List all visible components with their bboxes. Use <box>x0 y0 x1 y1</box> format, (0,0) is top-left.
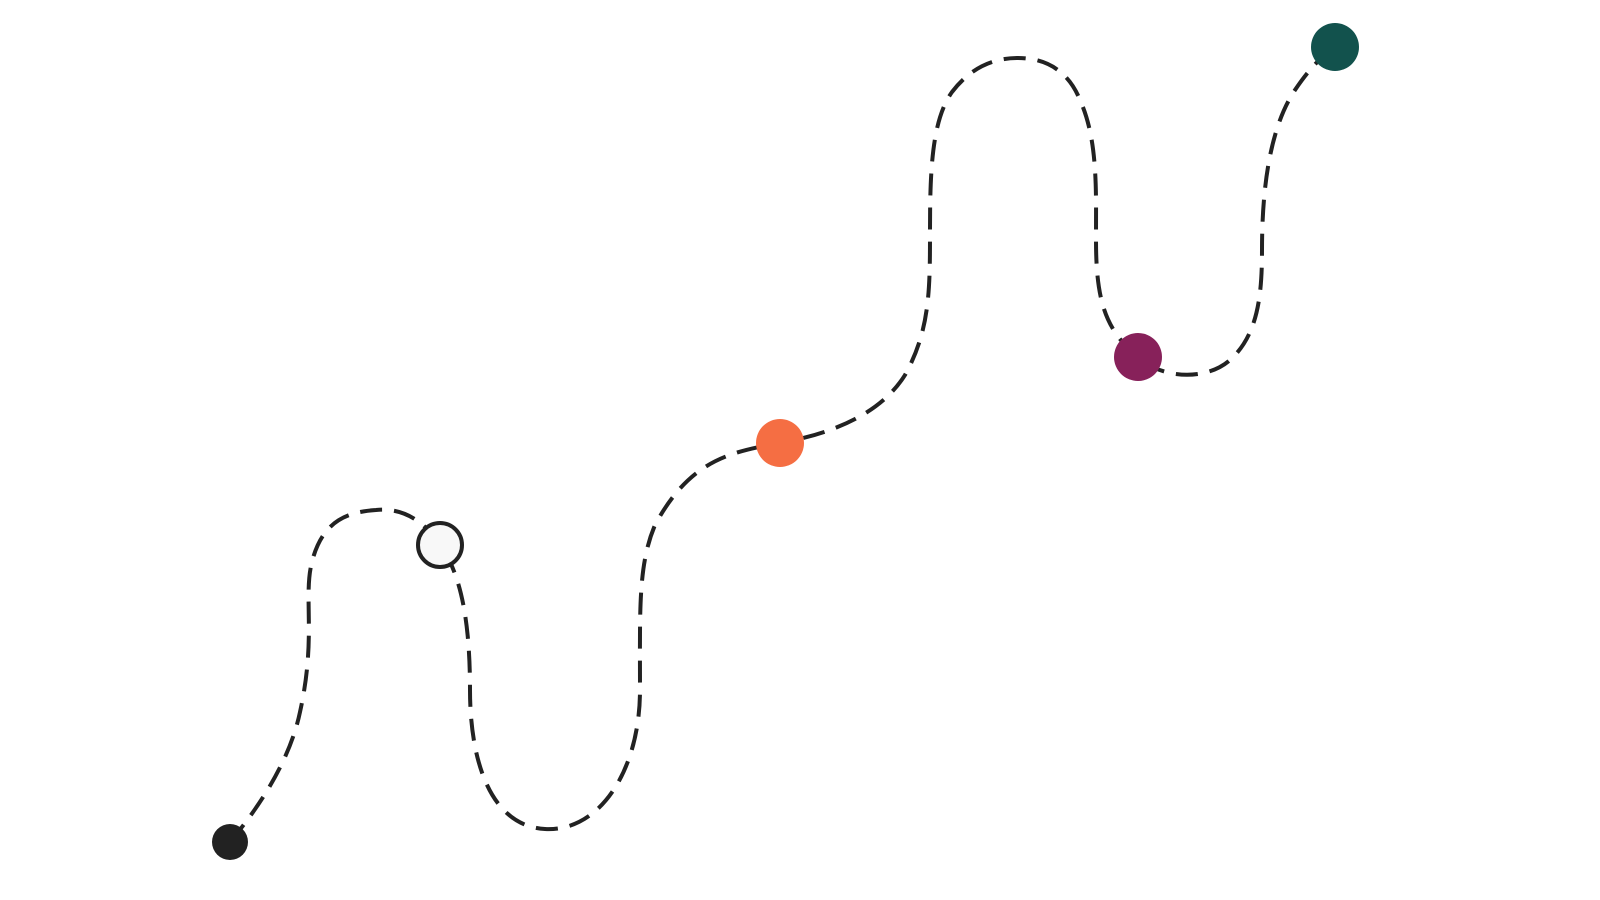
waypoint-node-orange <box>756 419 804 467</box>
dashed-route-path <box>228 45 1337 844</box>
waypoint-node-purple <box>1114 333 1162 381</box>
waypoint-node-hollow <box>416 521 464 569</box>
start-node <box>212 824 248 860</box>
end-node <box>1311 23 1359 71</box>
